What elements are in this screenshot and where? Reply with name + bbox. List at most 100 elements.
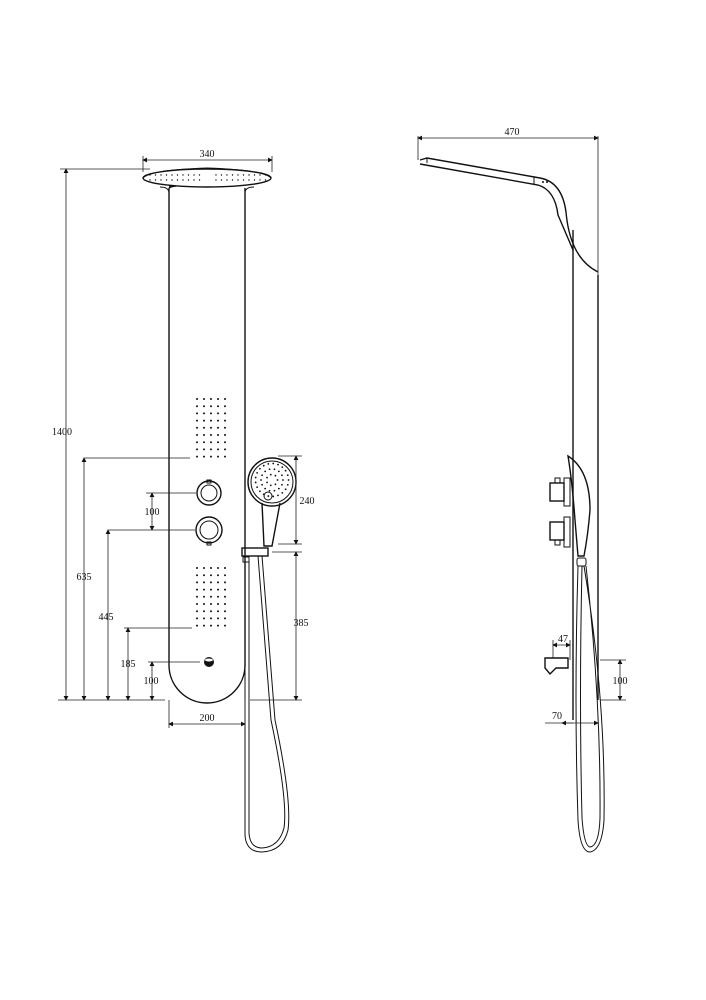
jet-dot — [217, 603, 219, 605]
jet-dot — [217, 405, 219, 408]
jet-dot — [217, 426, 219, 429]
jet-dot — [196, 574, 198, 577]
jet-dot — [281, 474, 283, 477]
jet-dot — [264, 179, 267, 181]
jet-dot — [272, 495, 275, 498]
jet-dot — [237, 174, 239, 176]
jet-dot — [210, 412, 212, 415]
jet-dot — [254, 476, 257, 479]
jet-dot — [220, 179, 223, 181]
jet-dot — [224, 426, 226, 429]
dim-holder-height: 385 — [294, 618, 309, 629]
jet-dot — [210, 588, 212, 591]
jet-dot — [217, 419, 219, 422]
jet-dot — [210, 603, 212, 605]
jet-dot — [224, 603, 226, 605]
jet-dot — [224, 448, 226, 451]
jet-dot — [210, 624, 212, 627]
jet-dot — [210, 419, 212, 422]
hand-shower-holder — [241, 547, 269, 557]
jet-dot — [224, 567, 226, 569]
jet-dot — [210, 617, 212, 620]
jet-dot — [224, 610, 226, 613]
jet-dot — [198, 174, 201, 176]
jet-dot — [196, 412, 198, 415]
rain-shower-head — [142, 167, 272, 188]
jet-dot — [217, 434, 219, 436]
jet-dot — [196, 588, 198, 591]
jet-dot — [259, 174, 261, 176]
jet-dot — [276, 479, 279, 481]
jet-dot — [187, 179, 190, 181]
jet-dot — [237, 179, 239, 181]
jet-dot — [196, 426, 198, 429]
jet-dot — [203, 448, 205, 451]
jet-dot — [203, 581, 205, 584]
jet-dot — [203, 567, 205, 569]
jet-dot — [262, 464, 265, 467]
side-hose — [575, 565, 605, 853]
control-knob-upper[interactable] — [196, 479, 222, 506]
jet-dot — [217, 398, 219, 400]
side-dimension-lines — [417, 135, 626, 726]
jet-dot — [193, 174, 195, 176]
jet-dot — [165, 179, 168, 181]
jet-dot — [203, 588, 205, 591]
jet-dot — [224, 419, 226, 422]
jet-dot — [203, 398, 205, 400]
jet-dot — [264, 174, 267, 176]
jet-dot — [171, 174, 173, 176]
jet-dot — [217, 624, 219, 627]
jet-dot — [277, 463, 279, 466]
jet-dot — [242, 179, 245, 181]
jet-dot — [254, 481, 257, 484]
jet-dot — [224, 617, 226, 620]
dim-spout-projection: 47 — [558, 634, 568, 645]
jet-dot — [215, 174, 217, 176]
jet-dot — [284, 488, 287, 491]
jet-dot — [203, 405, 205, 408]
jet-dot — [224, 405, 226, 408]
jet-dot — [176, 174, 179, 176]
jet-dot — [268, 489, 271, 492]
jet-dot — [210, 610, 212, 613]
jet-dot — [210, 574, 212, 577]
side-view: 470 47 100 70 — [417, 127, 628, 853]
jet-dot — [149, 179, 151, 181]
jet-dot — [217, 567, 219, 569]
jet-dot — [217, 588, 219, 591]
jet-dot — [281, 466, 284, 468]
jet-dot — [203, 617, 205, 620]
dim-hand-shower-length: 240 — [300, 496, 315, 507]
jet-dot — [196, 441, 198, 444]
jet-dot — [256, 471, 259, 474]
jet-dot — [154, 179, 157, 181]
jet-dot — [281, 483, 283, 486]
jet-dot — [260, 479, 262, 481]
jet-dot — [196, 567, 198, 569]
jet-dot — [217, 617, 219, 620]
side-hand-shower — [567, 454, 591, 557]
jet-dot — [203, 434, 205, 436]
jet-dot — [224, 412, 226, 415]
jet-dot — [210, 405, 212, 408]
hose — [244, 555, 290, 853]
dim-lower-jets-height: 185 — [121, 659, 136, 670]
hand-shower — [241, 457, 297, 563]
control-knob-lower[interactable] — [195, 516, 223, 546]
jet-dot — [210, 567, 212, 569]
jet-dot — [267, 463, 270, 465]
jet-dot — [274, 474, 277, 477]
jet-dot — [224, 574, 226, 577]
jet-dot — [203, 624, 205, 627]
dim-total-height: 1400 — [52, 427, 72, 438]
jet-dot — [196, 455, 198, 458]
jet-dot — [231, 174, 234, 176]
jet-dot — [217, 455, 219, 458]
jet-dot — [282, 479, 284, 481]
jet-dot — [217, 610, 219, 613]
jet-dot — [224, 595, 226, 598]
overhead-arm — [419, 157, 599, 273]
jet-dot — [217, 412, 219, 415]
jet-dot — [203, 595, 205, 598]
